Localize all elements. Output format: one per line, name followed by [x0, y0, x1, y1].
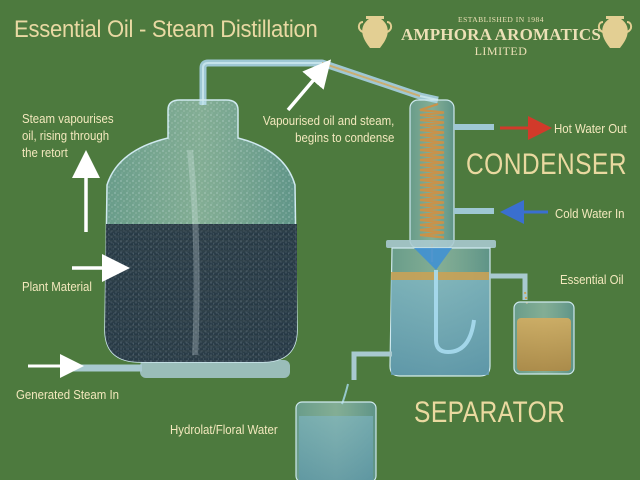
essential-oil-beaker	[513, 301, 575, 375]
plant-material-label: Plant Material	[22, 279, 92, 294]
vapour-pipe	[199, 59, 439, 105]
essential-oil-label: Essential Oil	[560, 272, 624, 287]
condenser-title: CONDENSER	[466, 148, 627, 181]
vapour-arrow	[286, 59, 332, 112]
separator-vessel	[351, 240, 528, 380]
condenser-coil	[419, 102, 445, 239]
vapour-label: Vapourised oil and steam, begins to cond…	[262, 113, 394, 145]
hydrolat-beaker	[295, 383, 377, 480]
hydrolat-label: Hydrolat/Floral Water	[170, 422, 278, 437]
brand-name: AMPHORA AROMATICS	[400, 25, 601, 44]
brand-established: ESTABLISHED IN 1984	[458, 15, 544, 24]
steam-rising-label: Steam vapourises oil, rising through the…	[22, 111, 114, 160]
hot-water-label: Hot Water Out	[554, 121, 627, 136]
amphora-icon-left	[357, 16, 393, 48]
separator-title: SEPARATOR	[414, 396, 566, 429]
condenser-unit	[409, 99, 494, 262]
steam-in-label: Generated Steam In	[16, 387, 120, 402]
page-title: Essential Oil - Steam Distillation	[14, 16, 318, 43]
cold-water-label: Cold Water In	[555, 206, 625, 221]
retort-vessel	[104, 99, 298, 378]
brand-suffix: LIMITED	[474, 44, 528, 58]
amphora-icon-right	[597, 16, 633, 48]
